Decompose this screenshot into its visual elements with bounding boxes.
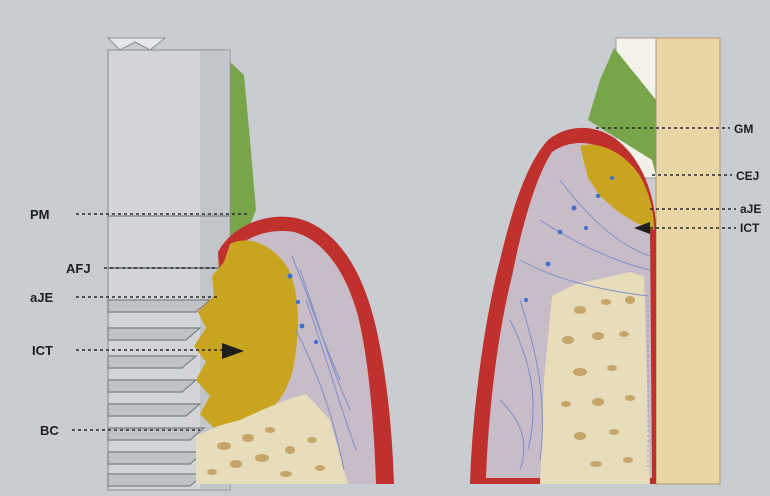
left-panel-implant <box>108 38 394 490</box>
label-cej: CEJ <box>736 169 759 183</box>
tooth-root <box>656 38 720 484</box>
right-bone <box>540 272 650 484</box>
label-ict-right: ICT <box>740 221 760 235</box>
left-labels: PM AFJ aJE ICT BC <box>30 207 91 438</box>
label-bc: BC <box>40 423 59 438</box>
label-gm: GM <box>734 122 753 136</box>
label-aje-left: aJE <box>30 290 53 305</box>
label-afj: AFJ <box>66 261 91 276</box>
label-aje-right: aJE <box>740 202 761 216</box>
right-labels: GM CEJ aJE ICT <box>734 122 761 235</box>
label-ict-left: ICT <box>32 343 53 358</box>
right-panel-tooth <box>470 38 720 484</box>
implant-top-notch <box>108 38 165 50</box>
label-pm: PM <box>30 207 50 222</box>
